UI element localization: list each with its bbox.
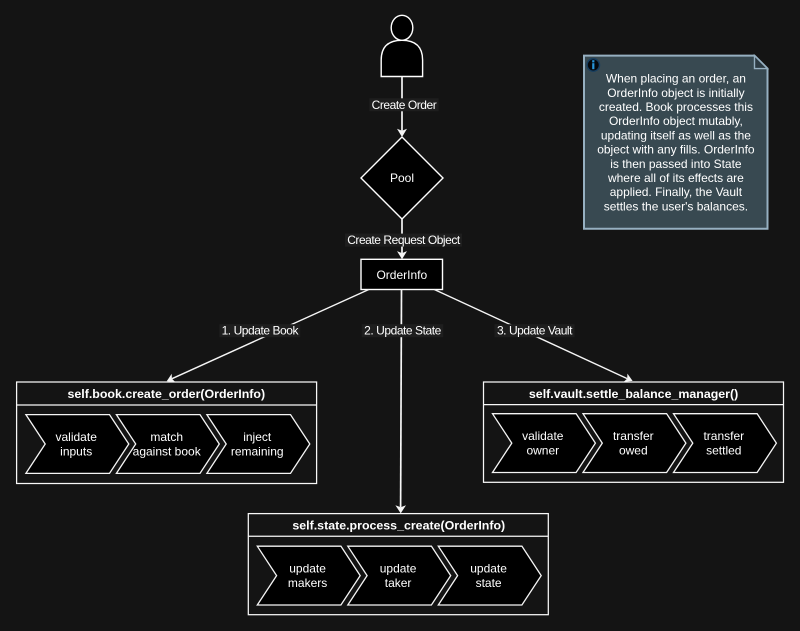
svg-text:remaining: remaining bbox=[231, 445, 284, 459]
svg-text:self.state.process_create(Orde: self.state.process_create(OrderInfo) bbox=[292, 518, 505, 532]
svg-text:When placing an order, an: When placing an order, an bbox=[606, 72, 746, 86]
svg-text:Pool: Pool bbox=[390, 171, 414, 185]
svg-text:owed: owed bbox=[619, 444, 648, 458]
svg-text:OrderInfo: OrderInfo bbox=[376, 268, 427, 282]
svg-text:created. Book processes this: created. Book processes this bbox=[599, 100, 753, 114]
svg-text:1. Update Book: 1. Update Book bbox=[222, 324, 300, 338]
svg-text:validate: validate bbox=[522, 429, 564, 443]
svg-text:object with any fills. OrderIn: object with any fills. OrderInfo bbox=[597, 143, 755, 157]
svg-text:validate: validate bbox=[56, 430, 98, 444]
svg-text:update: update bbox=[380, 562, 417, 576]
svg-text:Create Request Object: Create Request Object bbox=[347, 233, 461, 247]
svg-text:update: update bbox=[470, 562, 507, 576]
svg-text:taker: taker bbox=[385, 576, 412, 590]
svg-text:Create Order: Create Order bbox=[372, 98, 437, 112]
svg-text:self.book.create_order(OrderIn: self.book.create_order(OrderInfo) bbox=[67, 387, 265, 401]
svg-text:OrderInfo object is initially: OrderInfo object is initially bbox=[607, 86, 744, 100]
svg-text:where all of its effects are: where all of its effects are bbox=[607, 171, 744, 185]
svg-text:owner: owner bbox=[526, 444, 559, 458]
svg-text:is then passed into State: is then passed into State bbox=[610, 157, 742, 171]
svg-text:inject: inject bbox=[243, 430, 272, 444]
svg-text:match: match bbox=[150, 430, 183, 444]
svg-text:inputs: inputs bbox=[60, 445, 92, 459]
svg-text:update: update bbox=[289, 562, 326, 576]
svg-text:against book: against book bbox=[133, 445, 202, 459]
svg-text:transfer: transfer bbox=[703, 429, 744, 443]
svg-text:applied. Finally, the Vault: applied. Finally, the Vault bbox=[610, 185, 743, 199]
svg-text:settled: settled bbox=[706, 444, 741, 458]
svg-text:makers: makers bbox=[288, 576, 327, 590]
svg-text:settles the user's balances.: settles the user's balances. bbox=[604, 199, 748, 213]
svg-text:state: state bbox=[476, 576, 502, 590]
svg-text:3. Update Vault: 3. Update Vault bbox=[497, 324, 573, 338]
svg-text:2. Update State: 2. Update State bbox=[364, 324, 441, 338]
svg-text:OrderInfo object mutably,: OrderInfo object mutably, bbox=[609, 114, 743, 128]
svg-text:self.vault.settle_balance_mana: self.vault.settle_balance_manager() bbox=[529, 387, 738, 401]
svg-text:updating itself as well as the: updating itself as well as the bbox=[601, 128, 751, 142]
svg-text:transfer: transfer bbox=[613, 429, 654, 443]
